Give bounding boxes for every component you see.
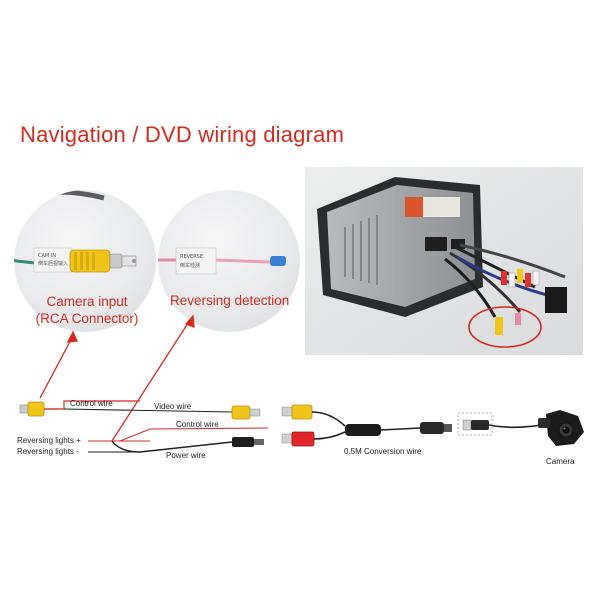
- cable-connector-male: [462, 419, 489, 431]
- control-wire-mid: [119, 427, 269, 442]
- reversing-detection-arrow: [111, 319, 191, 442]
- reverse-tag-text2: 倒车检测: [180, 262, 200, 269]
- camera-input-label-line2: (RCA Connector): [35, 311, 139, 326]
- control-wire-top: [58, 400, 140, 410]
- connector-dashed-box: [457, 412, 493, 436]
- head-unit-photo: [305, 167, 583, 355]
- conversion-wire-label: 0.5M Conversion wire: [344, 447, 422, 456]
- left-rca-connector: [19, 401, 58, 417]
- reversing-detection-closeup: REVERSE 倒车检测: [158, 190, 300, 332]
- camera-input-arrow: [39, 335, 74, 399]
- conversion-red-plug: [281, 431, 315, 447]
- reversing-lights-minus-label: Reversing lights -: [17, 447, 79, 456]
- camera-input-label: Camera input (RCA Connector): [22, 293, 152, 327]
- video-rca-connector: [231, 405, 261, 420]
- video-wire-label: Video wire: [154, 402, 192, 411]
- camera-label: Camera: [546, 457, 575, 466]
- control-wire-mid-label: Control wire: [176, 420, 219, 429]
- camera-tag-text2: 倒车后视输入: [38, 260, 68, 267]
- reverse-tag-text1: REVERSE: [180, 254, 203, 260]
- camera-icon: [538, 410, 584, 446]
- video-wire: [63, 408, 233, 413]
- power-plug: [232, 437, 264, 447]
- control-wire-top-label: Control wire: [70, 399, 113, 408]
- splitter-block: [345, 424, 381, 436]
- conversion-yellow-rca: [281, 404, 313, 420]
- cable-connector-female: [420, 422, 452, 434]
- power-wire-label: Power wire: [166, 451, 206, 460]
- reversing-lights-plus-label: Reversing lights +: [17, 436, 81, 445]
- camera-tag-text1: CAM IN: [38, 253, 56, 259]
- power-wire: [111, 440, 233, 453]
- camera-input-closeup: CAM IN 倒车后视输入: [14, 190, 156, 332]
- page-title: Navigation / DVD wiring diagram: [20, 122, 345, 147]
- reversing-detection-label: Reversing detection: [170, 293, 290, 308]
- camera-input-label-line1: Camera input: [46, 294, 128, 309]
